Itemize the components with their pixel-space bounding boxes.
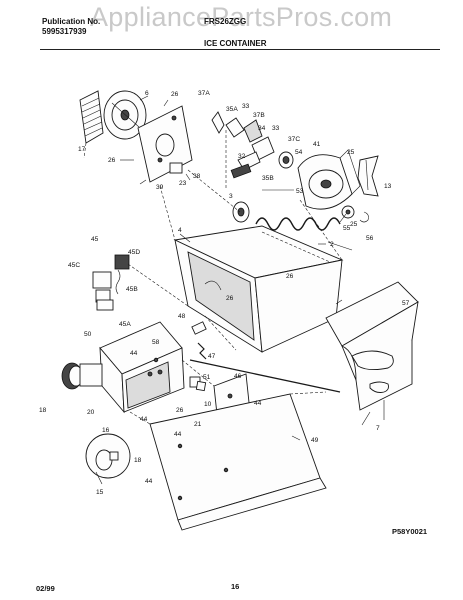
- part-fan-motor-18: [61, 362, 103, 390]
- callout: 48: [178, 313, 186, 320]
- callout: 50: [84, 331, 92, 338]
- callout: 54: [295, 149, 303, 156]
- callout: 33: [242, 103, 250, 110]
- callout: 44: [130, 350, 138, 357]
- model-number: FRS26ZGG: [204, 17, 247, 26]
- callout: 39: [156, 184, 164, 191]
- part-auger-spring-2: [255, 217, 353, 251]
- header-rule: [40, 49, 440, 50]
- callout: 57: [402, 300, 410, 307]
- callout: 4: [178, 227, 182, 234]
- callout: 44: [140, 416, 148, 423]
- callout: 26: [108, 157, 116, 164]
- callout: 47: [208, 353, 216, 360]
- drawing-code: P58Y0021: [392, 527, 428, 536]
- section-title: ICE CONTAINER: [204, 39, 267, 48]
- callout: 45A: [119, 321, 131, 328]
- callout: 7: [376, 425, 380, 432]
- publication-label: Publication No.: [42, 17, 101, 26]
- callout: 33: [272, 125, 280, 132]
- part-linkage-assembly: [211, 111, 294, 179]
- callout: 45B: [126, 286, 138, 293]
- callout: 49: [311, 437, 319, 444]
- callout: 10: [204, 401, 212, 408]
- callout-labels: 6 26 17 26 39 23 38 37A 35A 33 37B 34 33…: [39, 90, 410, 496]
- callout: 38: [193, 173, 201, 180]
- callout: 20: [87, 409, 95, 416]
- leader-lines: [120, 95, 371, 441]
- callout: 32: [238, 153, 246, 160]
- callout: 3: [229, 193, 233, 200]
- publication-number: 5995317939: [42, 27, 87, 36]
- callout: 44: [254, 400, 262, 407]
- callout: 25: [347, 149, 355, 156]
- callout: 44: [174, 431, 182, 438]
- callout: 15: [96, 489, 104, 496]
- assembly-guides: [83, 130, 343, 425]
- callout: 41: [313, 141, 321, 148]
- part-ice-bucket-4: [173, 225, 344, 353]
- part-housing-6: [103, 90, 147, 140]
- callout: 37A: [198, 90, 210, 97]
- part-cover-plate-49: [149, 393, 327, 531]
- callout: 18: [39, 407, 47, 414]
- callout: 16: [102, 427, 110, 434]
- part-grille-17: [79, 90, 104, 144]
- callout: 46: [234, 373, 242, 380]
- part-bracket-13: [357, 155, 379, 197]
- callout: 51: [203, 374, 211, 381]
- callout: 17: [78, 146, 86, 153]
- part-dispenser-front-57: [325, 281, 419, 420]
- callout: 6: [145, 90, 149, 97]
- part-control-housing-20: [99, 321, 185, 414]
- callout: 37B: [253, 112, 265, 119]
- callout: 26: [226, 295, 234, 302]
- callout: 21: [194, 421, 202, 428]
- callout: 37C: [288, 136, 300, 143]
- callout: 25: [350, 221, 358, 228]
- callout: 44: [145, 478, 153, 485]
- callout: 18: [134, 457, 142, 464]
- callout: 35A: [226, 106, 238, 113]
- part-mounting-plate-23: [137, 105, 193, 183]
- callout: 45D: [128, 249, 140, 256]
- callout: 26: [176, 407, 184, 414]
- callout: 45C: [68, 262, 80, 269]
- part-bearing-3: [232, 201, 250, 223]
- part-motor-41: [297, 149, 361, 210]
- callout: 26: [286, 273, 294, 280]
- footer-date: 02/99: [36, 584, 55, 593]
- part-light-assembly-15: [85, 433, 131, 485]
- page-number: 16: [231, 582, 240, 591]
- callout: 55: [343, 225, 351, 232]
- callout: 23: [179, 180, 187, 187]
- part-actuator-48: [189, 321, 341, 393]
- callout: 2: [330, 241, 334, 248]
- callout: 56: [366, 235, 374, 242]
- callout: 53: [296, 188, 304, 195]
- callout: 26: [171, 91, 179, 98]
- watermark: AppliancePartsPros.com: [90, 2, 393, 32]
- callout: 34: [258, 125, 266, 132]
- part-solenoid-assembly-45: [92, 254, 130, 311]
- callout: 35B: [262, 175, 274, 182]
- callout: 45: [91, 236, 99, 243]
- callout: 58: [152, 339, 160, 346]
- callout: 13: [384, 183, 392, 190]
